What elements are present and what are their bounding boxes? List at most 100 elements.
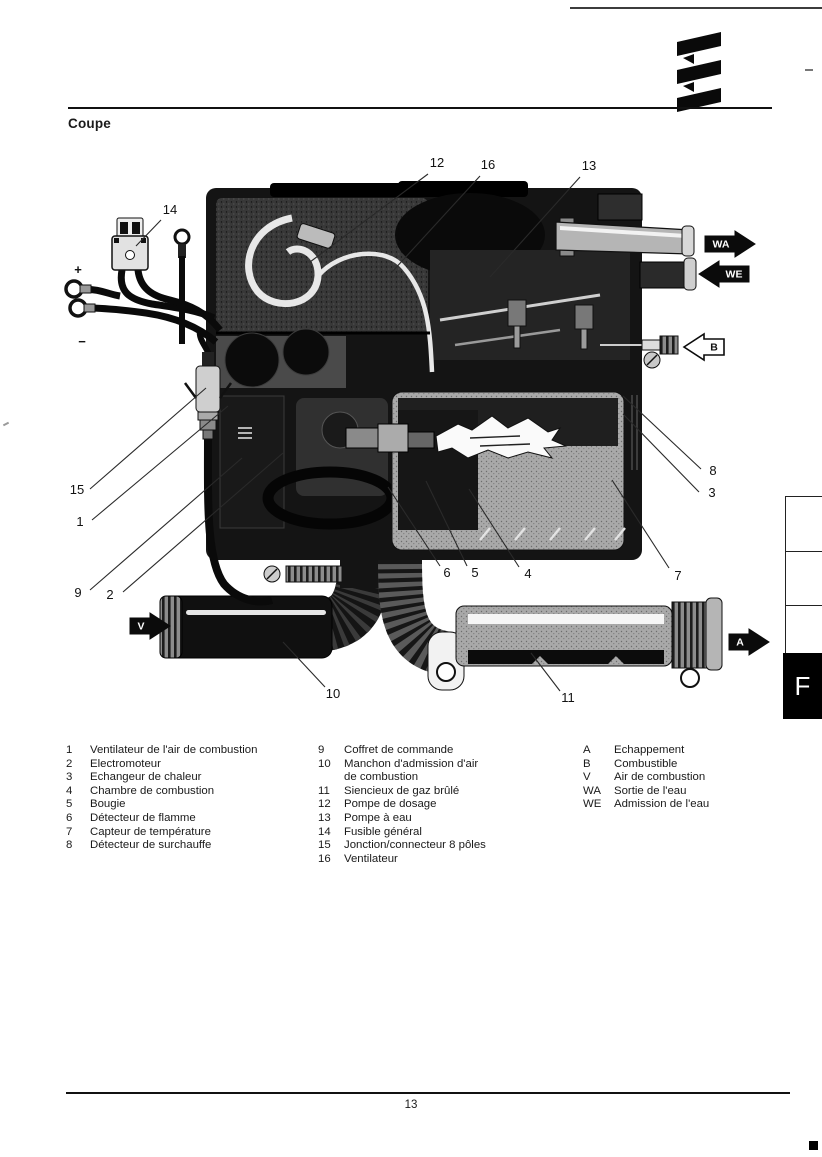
callout-2: 2 (106, 587, 113, 602)
leader-line (468, 488, 520, 568)
ignition-cable (245, 214, 435, 373)
flow-arrow-A: A (728, 628, 770, 656)
callout-15: 15 (70, 482, 84, 497)
callout-13: 13 (582, 158, 596, 173)
legend-item-5: 5 Bougie (66, 798, 316, 812)
heat-exchanger-fins (479, 527, 626, 541)
wiring-harness (64, 228, 274, 606)
index-box (785, 551, 822, 607)
callout-1: 1 (76, 514, 83, 529)
fuel-fitting (600, 335, 679, 369)
legend-label: Admission de l'eau (614, 798, 710, 811)
leader-line (89, 387, 207, 490)
callout-16: 16 (481, 157, 495, 172)
legend-label: Sortie de l'eau (614, 784, 687, 797)
flow-arrow-label: WA (713, 239, 730, 251)
legend-key: 15 (318, 839, 331, 852)
leader-line (122, 452, 284, 593)
flow-arrow-label: A (736, 637, 744, 649)
flow-arrow-B: B (682, 332, 725, 362)
legend-label: Bougie (90, 798, 126, 811)
leader-line (91, 405, 229, 521)
legend-key: 16 (318, 852, 331, 865)
ground-lug (173, 228, 191, 246)
legend-item-V: V Air de combustion (583, 771, 803, 785)
bolts (507, 299, 594, 350)
flow-arrow-WE: WE (698, 260, 750, 288)
flow-arrows: WA WE B V A (129, 230, 770, 656)
flow-arrow-label: WE (726, 269, 743, 281)
leader-line (282, 641, 326, 688)
legend-label: Ventilateur (344, 852, 398, 865)
combustion-air-fan (216, 328, 430, 388)
legend-label: Capteur de température (90, 825, 211, 838)
legend-key: B (583, 757, 591, 770)
legend-item-B: B Combustible (583, 758, 803, 772)
callout-10: 10 (326, 686, 340, 701)
legend-key: 14 (318, 825, 331, 838)
glow-plug (345, 423, 435, 453)
legend-label: Air de combustion (614, 771, 706, 784)
leader-line (425, 480, 468, 567)
page-title: Coupe (68, 116, 111, 131)
legend-label: Ventilateur de l'air de combustion (90, 744, 258, 756)
eberspaecher-logo (677, 32, 721, 112)
legend-key: 11 (318, 784, 330, 797)
legend-key: 1 (66, 744, 73, 756)
leader-line (530, 652, 561, 692)
intake-sleeve (159, 540, 390, 659)
fuse-holder (111, 217, 149, 271)
section-tab-f: F (783, 653, 822, 719)
callout-12: 12 (430, 155, 444, 170)
corner-print-mark (809, 1141, 818, 1150)
leader-line (89, 457, 243, 591)
water-inlet-pipe (639, 257, 697, 291)
leader-line (391, 175, 481, 273)
legend-label: Manchon d'admission d'air de combustion (344, 757, 479, 784)
legend-key: 3 (66, 771, 73, 784)
legend-key: 12 (318, 798, 331, 811)
callout-4: 4 (524, 566, 531, 581)
legend-label: Echangeur de chaleur (90, 771, 202, 784)
legend-label: Echappement (614, 744, 685, 756)
callout-+: + (74, 262, 82, 277)
legend-key: 6 (66, 811, 73, 824)
legend-label: Chambre de combustion (90, 784, 215, 797)
callout-11: 11 (561, 690, 575, 705)
index-box (785, 605, 822, 654)
index-box (785, 496, 822, 553)
legend-label: Pompe à eau (344, 811, 412, 824)
legend-key: 9 (318, 744, 325, 756)
flow-arrow-V: V (129, 612, 171, 640)
leader-line (622, 395, 702, 470)
legend-item-16: 16 Ventilateur (318, 853, 568, 867)
legend-label: Combustible (614, 757, 678, 770)
callout-8: 8 (709, 463, 716, 478)
legend-key: 5 (66, 798, 73, 811)
legend-key: WA (583, 784, 601, 797)
callout-7: 7 (674, 568, 681, 583)
leader-line (309, 173, 429, 263)
water-outlet-pipe (555, 217, 695, 257)
callout-14: 14 (163, 202, 177, 217)
callout-6: 6 (443, 565, 450, 580)
legend-key: V (583, 771, 591, 784)
leader-line (622, 413, 700, 493)
leader-line (387, 486, 441, 567)
callout-3: 3 (708, 485, 715, 500)
exhaust-silencer (378, 559, 723, 691)
